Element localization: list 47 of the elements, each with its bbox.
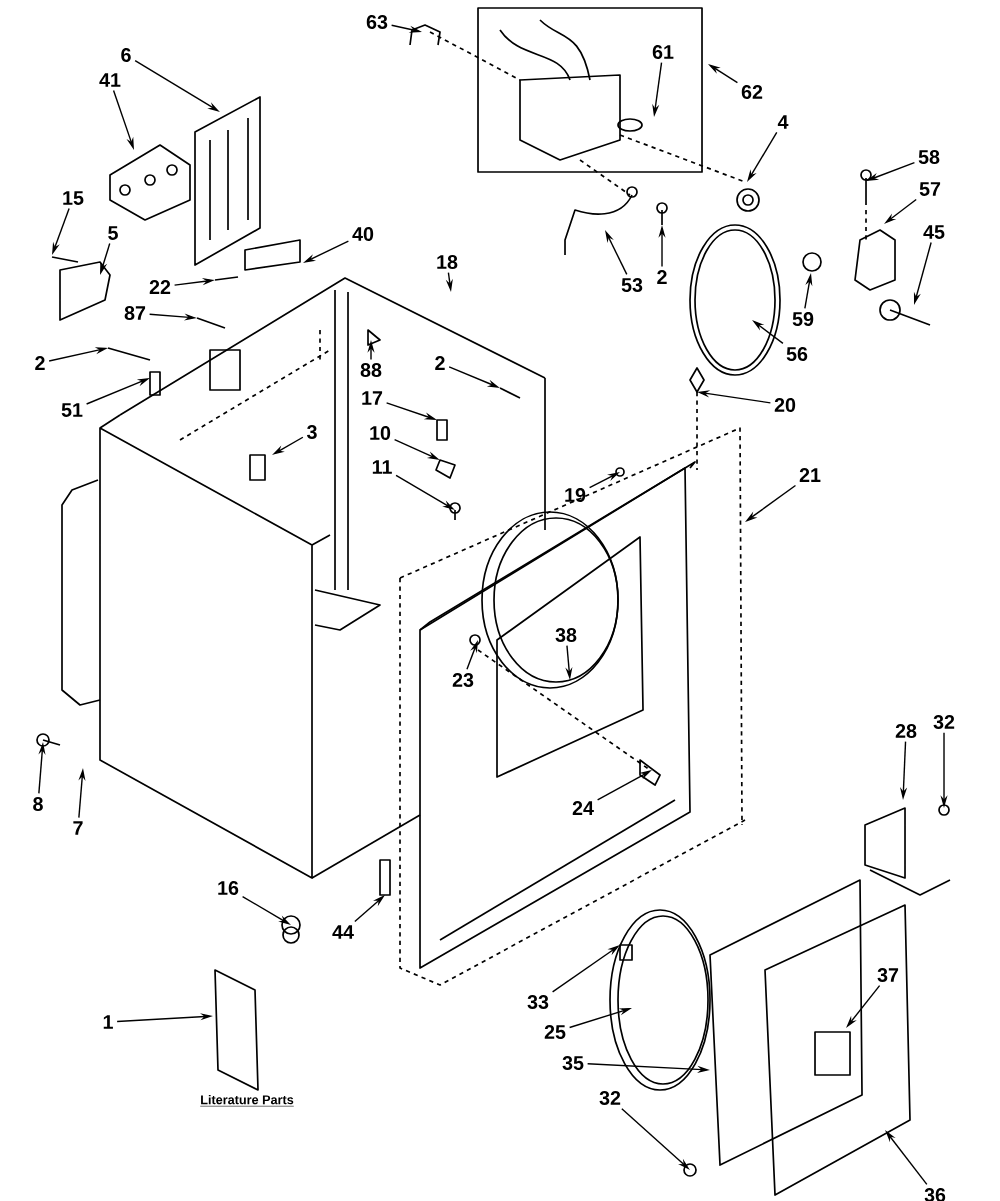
callout-number: 18	[437, 255, 458, 269]
callout-number: 10	[370, 426, 391, 440]
callout-number: 1	[103, 1015, 113, 1029]
callout-number: 57	[919, 182, 941, 196]
callout-number: 59	[792, 312, 814, 326]
caption-text: Literature Parts	[199, 1094, 295, 1107]
callout-number: 40	[352, 227, 374, 241]
callout-number: 88	[360, 363, 382, 377]
callout-number: 32	[599, 1091, 621, 1105]
callout-number: 51	[61, 403, 83, 417]
callout-number: 23	[452, 673, 474, 687]
callout-number: 87	[124, 306, 146, 320]
callout-number: 36	[924, 1188, 946, 1201]
callout-number: 4	[777, 115, 789, 129]
callout-number: 45	[923, 225, 945, 239]
callout-number: 63	[366, 15, 388, 29]
callout-number: 3	[306, 425, 317, 439]
callout-number: 8	[33, 797, 43, 811]
callout-number: 2	[435, 356, 445, 370]
callout-number: 35	[562, 1056, 584, 1070]
callout-number: 28	[895, 724, 917, 738]
callout-number: 11	[372, 460, 392, 474]
callout-number: 15	[63, 191, 84, 205]
callout-number: 19	[565, 488, 586, 502]
callout-number: 33	[527, 995, 549, 1009]
callout-number: 61	[652, 45, 674, 59]
callout-number: 25	[544, 1025, 566, 1039]
callout-number: 22	[149, 280, 171, 294]
callout-number: 21	[799, 468, 821, 482]
callout-number: 32	[933, 715, 955, 729]
callout-number: 44	[332, 925, 354, 939]
callout-number: 56	[786, 347, 808, 361]
callout-number: 2	[657, 270, 667, 284]
callout-number: 38	[555, 628, 577, 642]
callout-number: 62	[741, 85, 763, 99]
callout-number: 53	[621, 278, 643, 292]
callout-number: 2	[35, 356, 45, 370]
callout-number: 37	[877, 968, 899, 982]
callout-number: 6	[121, 48, 131, 62]
callout-number: 16	[218, 881, 239, 895]
callout-number: 5	[108, 226, 118, 240]
callout-number: 20	[774, 398, 796, 412]
callout-number: 41	[99, 73, 121, 87]
callout-number: 24	[572, 801, 594, 815]
callout-number: 17	[362, 391, 383, 405]
callout-number: 7	[73, 821, 83, 835]
callout-number: 58	[918, 150, 940, 164]
